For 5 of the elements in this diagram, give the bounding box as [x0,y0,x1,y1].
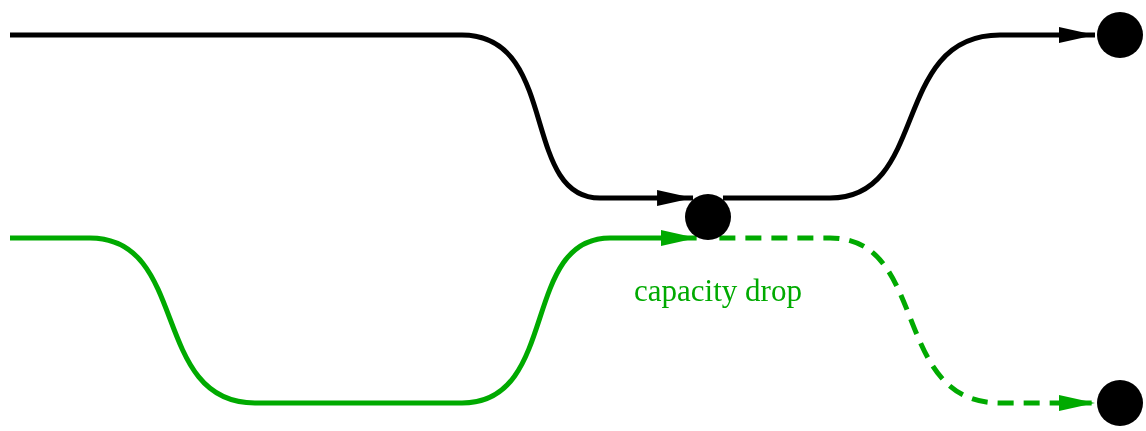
arrow [10,32,694,206]
arrow [10,230,697,406]
arrow [722,27,1095,201]
node-caption: capacity drop [634,275,802,306]
arrow [719,235,1095,411]
